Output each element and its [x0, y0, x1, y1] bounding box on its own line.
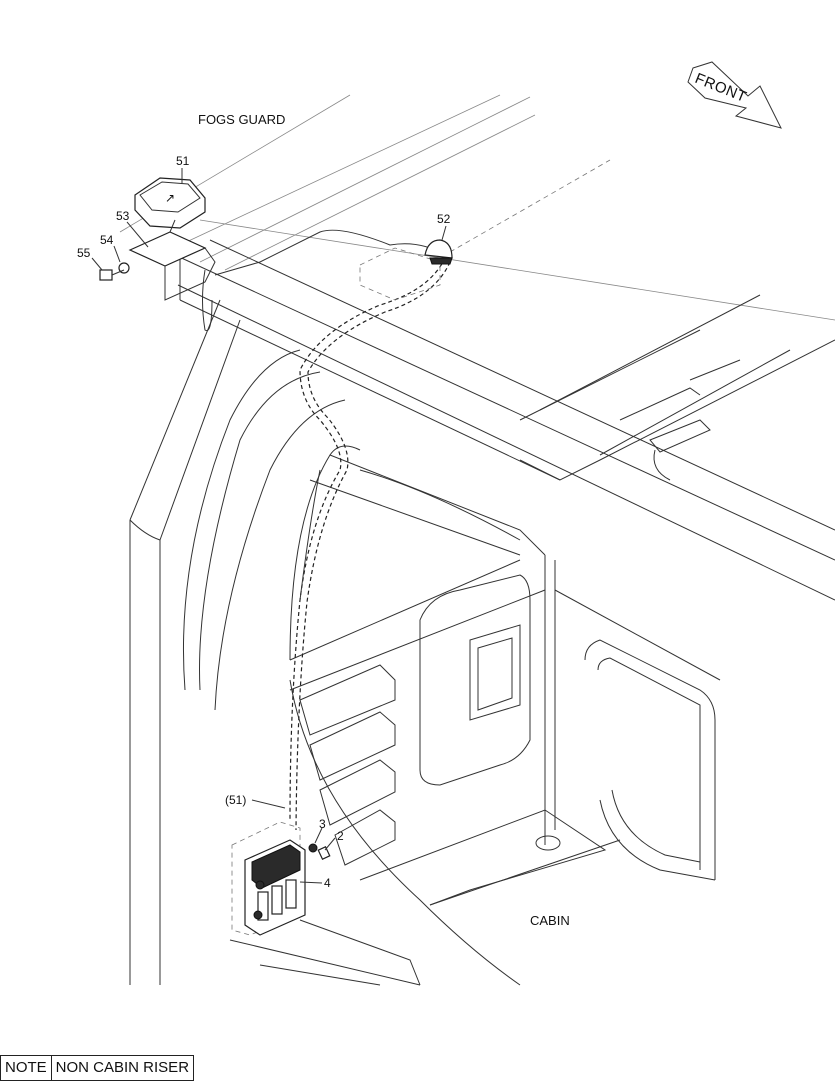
- cabin-left-pillar: [129, 299, 346, 985]
- work-light-52: [424, 239, 453, 265]
- label-fogs-guard: FOGS GUARD: [198, 112, 285, 127]
- roof-cross-beam: [174, 239, 835, 601]
- callout-53: 53: [116, 209, 130, 223]
- leader-lines: [91, 168, 447, 884]
- mount-bracket-53: [128, 219, 216, 301]
- label-cabin: CABIN: [530, 913, 570, 928]
- wire-harness: [202, 159, 611, 831]
- callout-51-ref: (51): [225, 793, 246, 807]
- note-label: NOTE: [1, 1056, 52, 1080]
- beacon-lamp-51: ↗: [134, 177, 206, 229]
- callout-2: 2: [337, 829, 344, 843]
- fogs-guard-outline: [119, 94, 835, 321]
- front-direction-arrow: FRONT: [687, 61, 782, 129]
- callout-51: 51: [176, 154, 190, 168]
- note-text: NON CABIN RISER: [55, 1059, 190, 1076]
- svg-text:↗: ↗: [165, 191, 175, 205]
- screw-2: [317, 845, 331, 861]
- control-box-4: [231, 821, 306, 936]
- callout-3: 3: [319, 817, 326, 831]
- note-box: NOTE NON CABIN RISER: [0, 1055, 195, 1081]
- washer-3: [308, 843, 318, 853]
- cabin-interior: [229, 359, 741, 986]
- callout-55: 55: [77, 246, 91, 260]
- callout-4: 4: [324, 876, 331, 890]
- bolt-55: [99, 269, 125, 281]
- callout-54: 54: [100, 233, 114, 247]
- callout-52: 52: [437, 212, 451, 226]
- front-arrow-label: FRONT: [693, 70, 750, 106]
